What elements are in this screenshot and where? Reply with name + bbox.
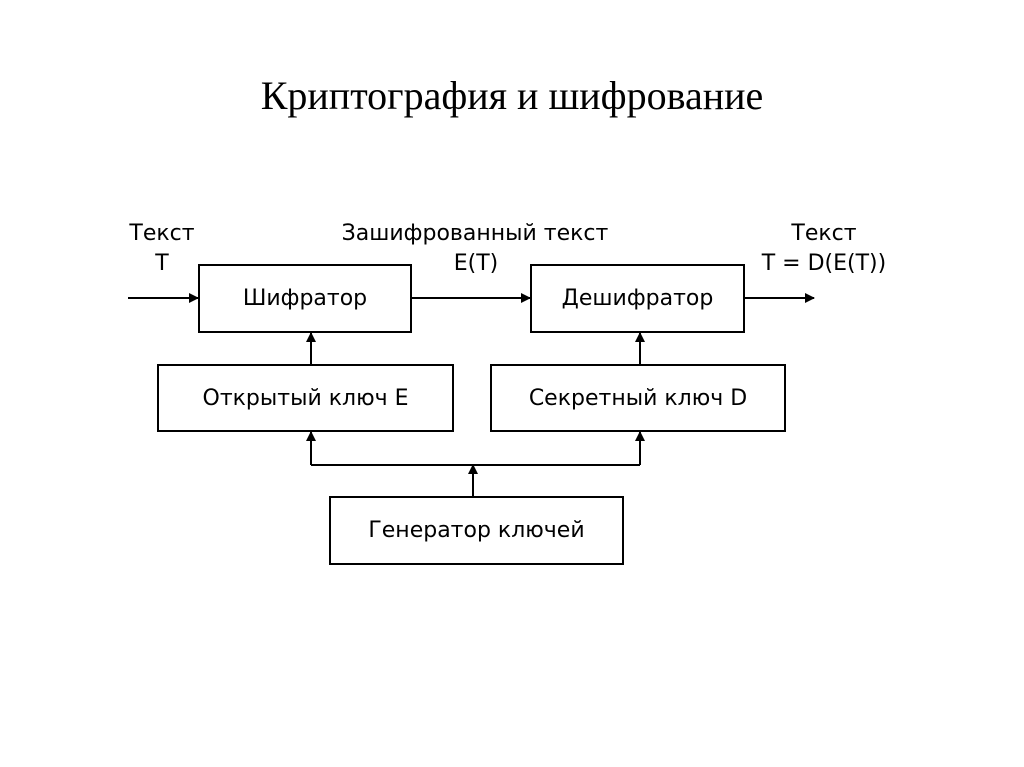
decoder-block: Дешифратор — [530, 264, 745, 333]
cipher-text-label: Зашифрованный текст — [341, 221, 609, 246]
key-generator-label: Генератор ключей — [368, 518, 585, 543]
decoder-label: Дешифратор — [561, 286, 714, 311]
secret-key-label: Секретный ключ D — [528, 385, 748, 411]
input-text-label: Текст — [129, 221, 195, 246]
slide-title: Криптография и шифрование — [260, 73, 764, 118]
cipher-symbol-label: E(T) — [453, 251, 499, 276]
input-symbol-label: T — [155, 251, 169, 276]
secret-key-block: Секретный ключ D — [490, 364, 786, 432]
public-key-label: Открытый ключ E — [202, 385, 409, 411]
key-generator-block: Генератор ключей — [329, 496, 624, 565]
output-text-label: Текст — [791, 221, 857, 246]
encoder-block: Шифратор — [198, 264, 412, 333]
output-symbol-label: T = D(E(T)) — [761, 251, 887, 276]
public-key-block: Открытый ключ E — [157, 364, 454, 432]
encoder-label: Шифратор — [242, 286, 368, 311]
